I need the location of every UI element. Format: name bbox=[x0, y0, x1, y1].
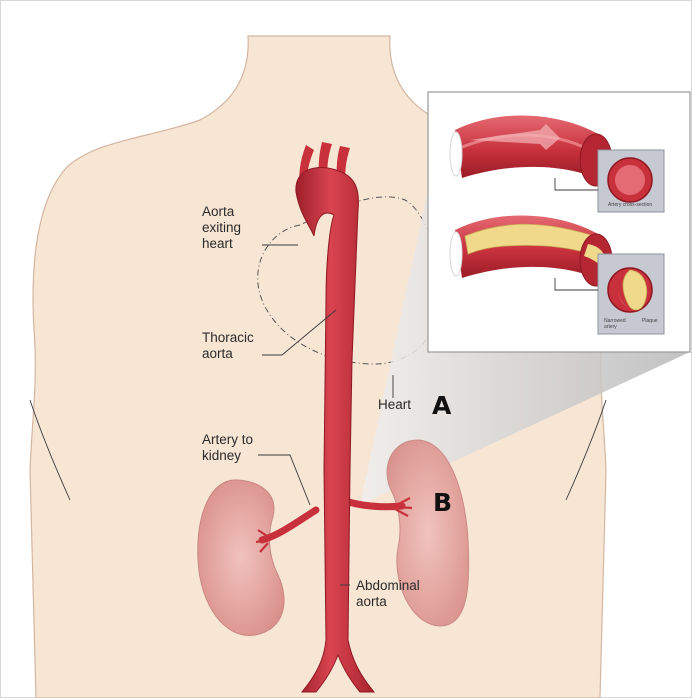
marker-b: B bbox=[433, 488, 452, 517]
marker-a: A bbox=[432, 391, 452, 420]
normal-cross-section-panel: Artery cross-section bbox=[598, 150, 664, 212]
artery-inset: Artery cross-section Narrowed artery Pla… bbox=[428, 92, 690, 352]
caption-plaque: Plaque bbox=[642, 318, 658, 324]
caption-artery-cross-section: Artery cross-section bbox=[608, 202, 652, 208]
narrowed-cross-section-panel: Narrowed artery Plaque bbox=[598, 254, 664, 334]
label-heart: Heart bbox=[378, 397, 411, 412]
